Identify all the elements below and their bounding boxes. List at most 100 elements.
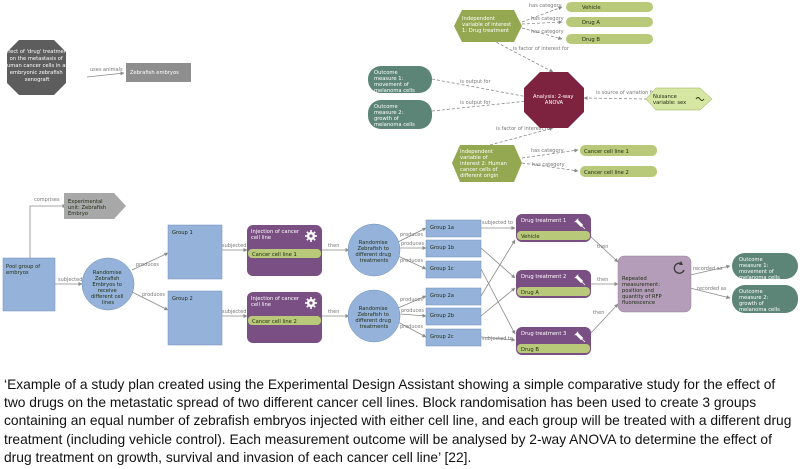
aim-line-4: embryonic zebrafish xyxy=(10,70,63,76)
label-produces: produces xyxy=(400,232,423,238)
node-group-2[interactable]: Group 2 xyxy=(167,290,223,346)
node-drug-treatment-1[interactable]: Drug treatment 1 Vehicle xyxy=(516,214,591,242)
svg-text:Vehicle: Vehicle xyxy=(582,5,601,11)
node-outcome-1-top[interactable]: Outcome measure 1: movement of melanoma … xyxy=(368,66,432,94)
node-group-1c[interactable]: Group 1c xyxy=(425,260,482,279)
node-group-1a[interactable]: Group 1a xyxy=(425,219,482,238)
outcome2-line-3: growth of xyxy=(374,116,399,122)
svg-text:Cancer cell line 1: Cancer cell line 1 xyxy=(252,252,297,258)
label-uses-animals: uses animals xyxy=(90,67,123,73)
edge-dt3-rep xyxy=(589,303,619,335)
nuisance-line-2: variable: sex xyxy=(653,100,686,106)
svg-text:Outcome measure 2:: Outcome measure 2: growth of melanoma ce… xyxy=(739,289,780,313)
node-randomise-2a[interactable]: Randomise Zebrafish to different drug tr… xyxy=(347,223,401,277)
node-experimental-unit[interactable]: Experimental unit: Zebrafish Embryo xyxy=(64,193,126,219)
node-group-2a[interactable]: Group 2a xyxy=(425,287,482,306)
svg-text:Group 2a: Group 2a xyxy=(430,293,454,299)
svg-text:Nuisance variable: sex: Nuisance variable: sex xyxy=(653,94,686,106)
svg-text:Group 1a: Group 1a xyxy=(430,225,454,231)
node-indep-variable-1[interactable]: Independent variable of interest 1: Drug… xyxy=(454,10,522,42)
outcome2-line-2: measure 2: xyxy=(374,110,404,116)
node-indep-variable-2[interactable]: Independent variable of interest 2: Huma… xyxy=(452,145,522,182)
node-outcome-2-top[interactable]: Outcome measure 2: growth of melanoma ce… xyxy=(368,100,432,129)
syringe-icon xyxy=(574,331,586,343)
repeated-line-5: fluorescence xyxy=(622,300,655,306)
indep2-line-1: Independent xyxy=(460,149,493,155)
node-injection-1[interactable]: Injection of cancer cell line Cancer cel… xyxy=(247,225,322,276)
svg-text:Independent variable of: Independent variable of interest 2: Huma… xyxy=(460,149,509,179)
label-produces: produces xyxy=(136,262,159,268)
edge-indep1-druga xyxy=(521,20,563,25)
node-outcome-2-bottom[interactable]: Outcome measure 2: growth of melanoma ce… xyxy=(732,285,798,313)
edge-labels: uses animals has category has category h… xyxy=(34,3,727,342)
node-aim[interactable]: Effect of 'drug' treatment on the metast… xyxy=(3,40,70,95)
label-is-output-for: is output for xyxy=(460,79,491,85)
injection2-line-1: Injection of cancer xyxy=(251,296,300,302)
node-randomise-2b[interactable]: Randomise Zebrafish to different drug tr… xyxy=(347,289,401,343)
outcome2b-line-2: measure 2: xyxy=(739,295,769,301)
indep1-line-2: variable of interest xyxy=(462,22,511,28)
node-group-2b[interactable]: Group 2b xyxy=(425,307,482,326)
edge-indep2-analysis xyxy=(489,127,554,146)
svg-text:Drug treatment 3: Drug treatment 3 xyxy=(521,331,566,337)
node-analysis[interactable]: Analysis: 2-way ANOVA xyxy=(524,72,584,128)
outcome1-line-2: measure 1: xyxy=(374,76,404,82)
gear-icon xyxy=(305,297,317,309)
svg-text:Vehicle: Vehicle xyxy=(521,234,540,240)
node-drug-treatment-2[interactable]: Drug treatment 2 Drug A xyxy=(516,270,591,298)
node-category-drug-a[interactable]: Drug A xyxy=(566,17,653,27)
svg-text:Analysis: 2-way ANOVA: Analysis: 2-way ANOVA xyxy=(533,94,575,106)
outcome2b-line-3: growth of xyxy=(739,301,764,307)
rand2a-line-4: treatments xyxy=(360,258,389,264)
edge-out1-analysis xyxy=(431,78,529,99)
node-nuisance[interactable]: Nuisance variable: sex xyxy=(645,87,713,111)
wavy-icon xyxy=(695,97,705,101)
rand1-line-5: different cell xyxy=(91,294,124,300)
exp-unit-line-3: Embryo xyxy=(68,211,88,217)
node-group-1[interactable]: Group 1 xyxy=(167,224,223,280)
node-category-vehicle[interactable]: Vehicle xyxy=(566,2,653,12)
node-zebrafish-embryos[interactable]: Zebrafish embryos xyxy=(126,63,191,82)
label-has-category: has category xyxy=(532,162,565,168)
node-category-cell-line-1[interactable]: Cancer cell line 1 xyxy=(580,145,657,156)
rand1-line-2: Zebrafish xyxy=(95,276,120,282)
label-has-category: has category xyxy=(529,3,562,9)
label-source-variation: is source of variation for xyxy=(596,90,658,96)
svg-text:Randomise Zebrafish: Randomise Zebrafish Embryos to receive d… xyxy=(91,270,125,306)
edge-rand1-g2 xyxy=(131,291,169,311)
edge-1b-dt2 xyxy=(480,247,516,279)
node-group-1b[interactable]: Group 1b xyxy=(425,239,482,258)
repeated-line-4: quantity of RFP xyxy=(622,294,662,300)
node-category-drug-b[interactable]: Drug B xyxy=(566,34,653,44)
svg-text:Injection of cancer cell: Injection of cancer cell line xyxy=(251,296,301,308)
analysis-line-2: ANOVA xyxy=(545,100,564,106)
svg-text:Drug treatment 2: Drug treatment 2 xyxy=(521,274,566,280)
node-repeated-measurement[interactable]: Repeated measurement: position and quant… xyxy=(617,255,692,313)
rand2b-line-4: treatments xyxy=(360,324,389,330)
node-group-2c[interactable]: Group 2c xyxy=(425,328,482,347)
node-randomise-1[interactable]: Randomise Zebrafish Embryos to receive d… xyxy=(81,257,135,311)
edge-2b-dt2 xyxy=(480,287,516,317)
node-outcome-1-bottom[interactable]: Outcome measure 1: movement of melanoma … xyxy=(732,253,798,281)
node-category-cell-line-2[interactable]: Cancer cell line 2 xyxy=(580,166,657,177)
injection2-line-2: cell line xyxy=(251,302,271,308)
indep2-line-4: cancer cells of xyxy=(460,167,498,173)
edge-indep1-vehicle xyxy=(521,6,563,23)
label-recorded-as: recorded as xyxy=(697,286,727,292)
label-is-output-for: is output for xyxy=(460,100,491,106)
figure-caption: ‘Example of a study plan created using t… xyxy=(4,377,792,465)
label-recorded-as: recorded as xyxy=(693,266,723,272)
label-then: then xyxy=(328,309,339,315)
node-drug-treatment-3[interactable]: Drug treatment 3 Drug B xyxy=(516,327,591,355)
indep1-line-3: 1: Drug treatment xyxy=(462,28,509,34)
indep2-line-5: different origin xyxy=(460,173,498,179)
svg-text:Independent variable of: Independent variable of interest 1: Drug… xyxy=(462,16,513,34)
node-pool-group[interactable]: Pool group of embryos xyxy=(2,257,56,312)
edge-r2a-1c xyxy=(397,255,427,270)
svg-text:Pool group of embryos: Pool group of embryos xyxy=(6,264,42,276)
rand2a-line-3: different drug xyxy=(355,252,391,258)
rand2b-line-2: Zebrafish to xyxy=(357,312,388,318)
edges xyxy=(29,6,731,342)
node-injection-2[interactable]: Injection of cancer cell line Cancer cel… xyxy=(247,292,322,343)
aim-line-2: on the metastasis of xyxy=(10,56,63,62)
